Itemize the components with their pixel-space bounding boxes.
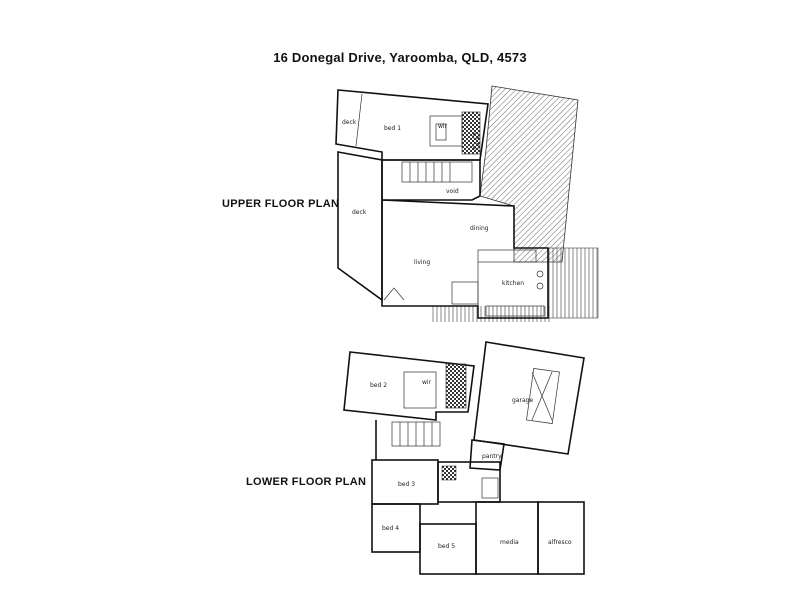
alfresco-outline <box>537 501 585 575</box>
room-label-living: living <box>414 259 430 266</box>
room-label-lower-wir: wir <box>422 379 432 386</box>
bathroom-box <box>437 461 501 503</box>
room-label-alfresco: alfresco <box>548 539 572 546</box>
bed2-outline <box>343 351 475 421</box>
room-label-upper-deck-top: deck <box>342 119 357 126</box>
lower-floor-plan: bed 2 wir garage pantry bed 3 bed 4 bed … <box>343 341 585 575</box>
plan-address-title: 16 Donegal Drive, Yaroomba, QLD, 4573 <box>273 50 527 65</box>
room-label-bed2: bed 2 <box>370 382 387 389</box>
side-deck-outline <box>337 151 383 302</box>
media-outline <box>475 501 539 575</box>
upper-floor-label: UPPER FLOOR PLAN <box>222 198 340 210</box>
room-label-kitchen: kitchen <box>502 280 524 287</box>
lower-ensuite-tiles <box>445 363 467 409</box>
roof-hatch-area <box>479 85 579 263</box>
room-label-upper-deck-side: deck <box>352 209 367 216</box>
room-label-bed1: bed 1 <box>384 125 401 132</box>
room-label-upper-wir: wir <box>438 123 448 130</box>
room-label-void: void <box>446 188 459 195</box>
garage-outline <box>473 341 585 455</box>
void-outline <box>381 159 481 201</box>
ensuite-tiles <box>461 111 481 155</box>
room-label-media: media <box>500 539 519 546</box>
lower-floor-label: LOWER FLOOR PLAN <box>246 476 367 488</box>
lower-stairs <box>391 421 441 447</box>
room-label-dining: dining <box>470 225 489 232</box>
garage-car <box>526 368 560 424</box>
lower-wir-box <box>403 371 437 409</box>
room-label-pantry: pantry <box>482 453 502 460</box>
upper-floor-plan: deck bed 1 wir void deck dining living k… <box>335 85 599 322</box>
room-label-bed4: bed 4 <box>382 525 399 532</box>
kitchen-bench <box>477 249 537 263</box>
room-label-bed5: bed 5 <box>438 543 455 550</box>
landscape-strip <box>432 306 550 322</box>
upper-stairs <box>401 161 473 183</box>
room-label-bed3: bed 3 <box>398 481 415 488</box>
landscape-area <box>547 247 599 319</box>
living-outline <box>381 199 549 319</box>
room-label-garage: garage <box>512 397 533 404</box>
